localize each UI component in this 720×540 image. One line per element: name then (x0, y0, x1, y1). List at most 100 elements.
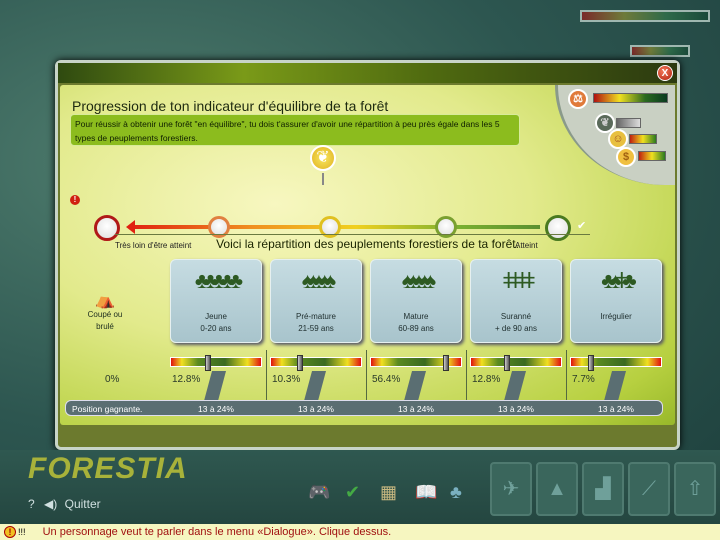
trees-icon: ♠♠♠♠♠ (401, 268, 436, 293)
stand-name: Suranné (500, 312, 532, 321)
stand-marker (503, 355, 510, 371)
book-icon[interactable]: 📖 (415, 482, 438, 502)
stand-age: + de 90 ans (494, 324, 538, 333)
winning-position-label: Position gagnante. (72, 404, 143, 414)
stand-age: 60-89 ans (398, 324, 434, 333)
column-separator (466, 350, 467, 405)
stand-percent: 12.8% (472, 374, 501, 385)
stand-card[interactable]: ♣♠ǂ♣ Irrégulier (570, 259, 662, 343)
stand-balance-bar (370, 355, 462, 371)
divider (115, 234, 590, 235)
stand-percent: 12.8% (172, 374, 201, 385)
goal-arrow-icon (403, 371, 427, 401)
stand-name: Irrégulier (600, 312, 632, 321)
status-message: Un personnage veut te parler dans le men… (42, 526, 392, 538)
pointer-arrow-icon (322, 173, 324, 185)
goal-range: 13 à 24% (598, 404, 634, 414)
money-meter (638, 151, 666, 161)
node-high (435, 216, 457, 238)
trees-icon: ♣♠ǂ♣ (601, 268, 636, 293)
info-box: Pour réussir à obtenir une forêt "en équ… (70, 114, 520, 146)
goal-range: 13 à 24% (198, 404, 234, 414)
scale-right-label: Atteint (515, 241, 538, 250)
stand-card[interactable]: ♣♣♣♣♣ Jeune 0-20 ans (170, 259, 262, 343)
tool-terrain-icon[interactable]: ▟ (582, 462, 624, 516)
stand-age: 0-20 ans (200, 324, 232, 333)
leaf-icon: ❦ (595, 113, 615, 133)
tool-plane-icon[interactable]: ✈ (490, 462, 532, 516)
stand-percent: 56.4% (372, 374, 401, 385)
dialog-title: Progression de ton indicateur d'équilibr… (72, 98, 389, 114)
help-button[interactable]: ? (28, 497, 35, 511)
check-icon: ✔ (577, 220, 587, 232)
stand-card[interactable]: ǂǂǂǂ Suranné + de 90 ans (470, 259, 562, 343)
cut-label-1: Coupé ou (87, 310, 123, 319)
tool-area-icon[interactable]: ▲ (536, 462, 578, 516)
goal-range: 13 à 24% (498, 404, 534, 414)
balance-icon: ⚖ (568, 89, 588, 109)
goal-range: 13 à 24% (398, 404, 434, 414)
dialog-header: X (58, 63, 677, 83)
track-left-arrow-icon (126, 220, 135, 234)
stand-marker (296, 355, 303, 371)
forest-balance-dialog: X ⚖ ❦ ☺ $ Progression de ton indicateur … (55, 60, 680, 450)
stand-marker (205, 355, 212, 371)
stand-balance-bar (470, 355, 562, 371)
status-bar[interactable]: !!!! Un personnage veut te parler dans l… (0, 524, 720, 540)
stand-balance-bar (170, 355, 262, 371)
balance-meter (593, 93, 668, 103)
stand-card[interactable]: ♠♠♠♠♠ Pré-mature 21-59 ans (270, 259, 362, 343)
node-mid (319, 216, 341, 238)
goal-arrow-icon (303, 371, 327, 401)
hud-meter-2 (630, 45, 690, 57)
column-separator (566, 350, 567, 405)
close-button[interactable]: X (657, 65, 673, 81)
stand-name: Jeune (205, 312, 227, 321)
stand-card[interactable]: ♠♠♠♠♠ Mature 60-89 ans (370, 259, 462, 343)
column-separator (266, 350, 267, 405)
people-icon: ☺ (608, 129, 628, 149)
goal-range: 13 à 24% (298, 404, 334, 414)
tool-saw-icon[interactable]: ⟋ (628, 462, 670, 516)
hud-meter-top (580, 10, 710, 22)
stand-marker (443, 355, 450, 371)
quit-button[interactable]: Quitter (64, 497, 101, 511)
distribution-heading: Voici la répartition des peuplements for… (216, 237, 519, 251)
people-meter (629, 134, 657, 144)
bottom-links: ? ◀) Quitter (28, 497, 101, 511)
indicator-corner: ⚖ ❦ ☺ $ (555, 85, 675, 185)
column-separator (366, 350, 367, 405)
stand-marker (588, 355, 595, 371)
gamepad-icon[interactable]: 🎮 (308, 482, 331, 502)
sound-icon[interactable]: ◀) (44, 497, 58, 511)
warning-icon: ! (70, 195, 80, 205)
goal-arrow-icon (503, 371, 527, 401)
trees-icon: ♣♣♣♣♣ (194, 268, 243, 293)
winning-position-bar: Position gagnante. 13 à 24% 13 à 24% 13 à … (65, 400, 663, 416)
goal-arrow-icon (203, 371, 227, 401)
stand-percent: 10.3% (272, 374, 301, 385)
tool-arrow-up-icon[interactable]: ⇧ (674, 462, 716, 516)
tree-icon[interactable]: ♣ (450, 482, 462, 502)
current-level-leaf-icon: ❦ (310, 145, 336, 171)
status-prefix: !!! (18, 527, 26, 537)
cut-percent: 0% (105, 374, 120, 385)
stand-percent: 7.7% (572, 374, 595, 385)
map-icon[interactable]: ▦ (380, 482, 398, 502)
stand-name: Mature (403, 312, 429, 321)
node-low (208, 216, 230, 238)
stand-balance-bar (570, 355, 662, 371)
stand-balance-bar (270, 355, 362, 371)
goal-arrow-icon (603, 371, 627, 401)
alert-icon: ! (4, 526, 16, 538)
leaf-meter (616, 118, 641, 128)
forestia-logo: FORESTIA (28, 452, 188, 485)
clipboard-check-icon[interactable]: ✔ (345, 482, 361, 502)
cut-label-2: brulé (96, 322, 114, 331)
stand-name: Pré-mature (295, 312, 336, 321)
dollar-icon: $ (616, 147, 636, 167)
node-achieved (545, 215, 571, 241)
trees-icon: ǂǂǂǂ (502, 268, 535, 293)
stand-age: 21-59 ans (298, 324, 334, 333)
node-far (94, 215, 120, 241)
